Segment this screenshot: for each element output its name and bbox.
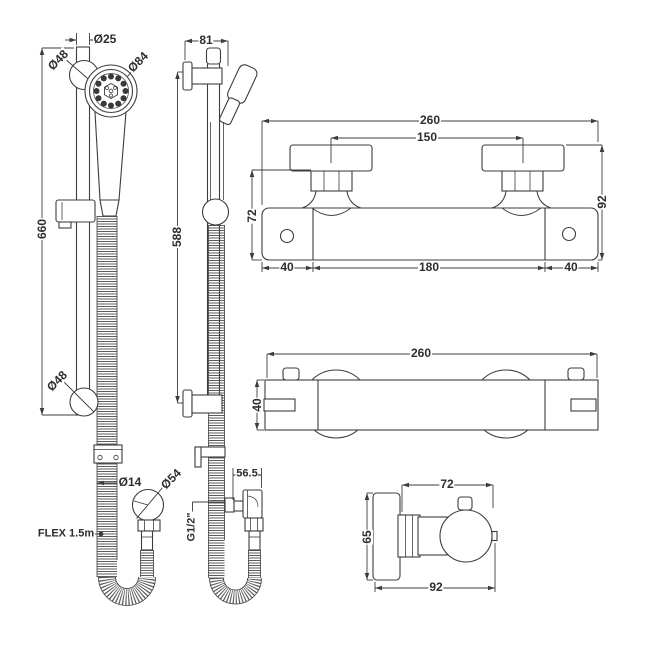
dim-label-bracket-depth: 81: [198, 33, 214, 47]
dim-label-hose-length: FLEX 1.5m: [36, 527, 96, 540]
dim-label-valve-body-width: 180: [417, 260, 441, 274]
dim-label-valve-top-overall-width: 260: [409, 346, 433, 360]
dim-label-valve-left-end-width: 40: [279, 260, 295, 274]
dim-label-hose-diameter: Ø14: [117, 475, 143, 489]
dim-label-valve-overall-width: 260: [418, 113, 442, 127]
dim-label-valve-side-overall-projection: 92: [428, 580, 444, 594]
dim-label-valve-side-body-projection: 72: [439, 477, 455, 491]
dim-label-valve-overall-height: 92: [595, 194, 609, 210]
dim-label-outlet-projection: 56.5: [235, 467, 259, 480]
dim-label-valve-side-plate-height: 65: [360, 529, 374, 545]
dim-label-valve-top-body-depth: 40: [250, 397, 264, 413]
dim-label-valve-body-height: 72: [245, 208, 259, 224]
dim-label-bracket-centres: 588: [170, 225, 184, 249]
dim-label-head-inlet-diameter: Ø25: [92, 32, 118, 46]
dim-label-valve-inlet-centres: 150: [415, 130, 439, 144]
dim-label-valve-right-end-width: 40: [563, 260, 579, 274]
dim-label-outlet-thread: G1/2": [185, 511, 198, 543]
dim-label-rail-length: 660: [35, 217, 49, 241]
